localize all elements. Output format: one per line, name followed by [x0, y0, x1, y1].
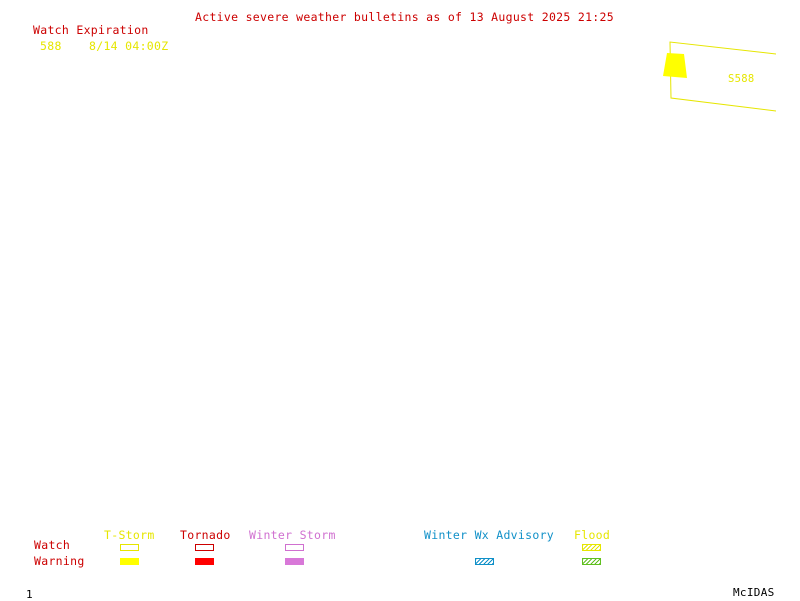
watch-588-fill-marker: [663, 53, 687, 78]
legend-flood-warning-swatch: [582, 558, 601, 565]
watch-map-label: S588: [728, 73, 755, 85]
legend-flood-heading: Flood: [574, 528, 611, 542]
watch-expiration-time: 8/14 04:00Z: [89, 39, 169, 53]
legend-winter-storm-watch-swatch: [285, 544, 304, 551]
legend-winter-storm-heading: Winter Storm: [249, 528, 336, 542]
watch-number: 588: [40, 39, 62, 53]
legend-tornado-watch-swatch: [195, 544, 214, 551]
legend-watch-label: Watch: [34, 538, 71, 552]
legend-tstorm-watch-swatch: [120, 544, 139, 551]
watch-expiration-heading: Watch Expiration: [33, 23, 149, 37]
page-title: Active severe weather bulletins as of 13…: [195, 10, 614, 24]
legend-winter-storm-warning-swatch: [285, 558, 304, 565]
legend-tornado-warning-swatch: [195, 558, 214, 565]
legend-warning-label: Warning: [34, 554, 85, 568]
legend-tstorm-heading: T-Storm: [104, 528, 155, 542]
legend-tstorm-warning-swatch: [120, 558, 139, 565]
legend-tornado-heading: Tornado: [180, 528, 231, 542]
legend-flood-watch-swatch: [582, 544, 601, 551]
legend-winter-wx-advisory-heading: Winter Wx Advisory: [424, 528, 555, 542]
legend-winter-wx-advisory-warning-swatch: [475, 558, 494, 565]
brand-label: McIDAS: [733, 586, 775, 599]
frame-number: 1: [26, 588, 33, 601]
